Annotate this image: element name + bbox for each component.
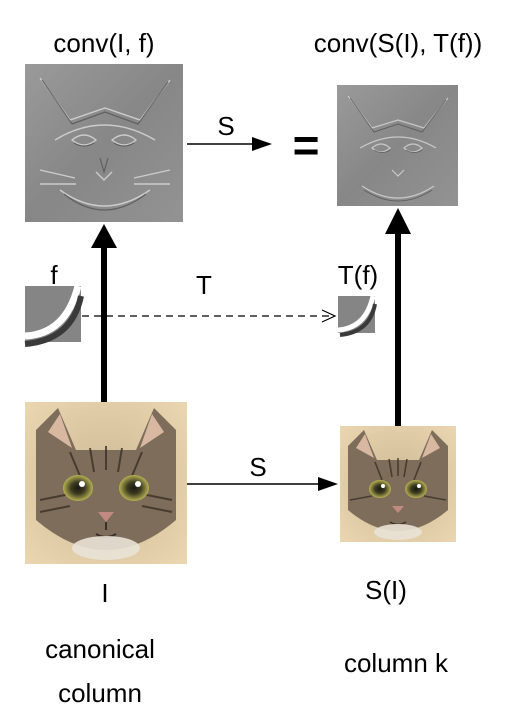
filter-f-image <box>24 285 84 347</box>
arrow-SI-to-conv <box>385 208 411 426</box>
t-label: T <box>196 270 212 300</box>
tf-label: T(f) <box>337 260 379 290</box>
si-label: S(I) <box>365 575 407 605</box>
filter-tf-image <box>337 295 377 337</box>
conv-left-label: conv(I, f) <box>53 28 155 58</box>
canonical-label-line1: canonical <box>45 634 155 664</box>
cat-image-I <box>25 402 187 564</box>
column-k-label: column k <box>343 648 449 678</box>
arrow-S-bottom <box>187 477 338 491</box>
arrow-S-top <box>187 137 272 151</box>
equals-sign: = <box>292 119 320 171</box>
conv-right-label: conv(S(I), T(f)) <box>313 28 483 58</box>
conv-right-image <box>337 85 458 206</box>
cat-image-SI <box>340 426 456 542</box>
s-top-label: S <box>217 111 235 141</box>
arrow-I-to-conv <box>91 224 117 402</box>
conv-left-image <box>25 64 183 222</box>
f-label: f <box>50 260 58 290</box>
s-bottom-label: S <box>249 452 267 482</box>
arrow-T-dashed <box>82 309 337 323</box>
canonical-label-line2: column <box>58 678 142 708</box>
i-label: I <box>101 578 109 608</box>
